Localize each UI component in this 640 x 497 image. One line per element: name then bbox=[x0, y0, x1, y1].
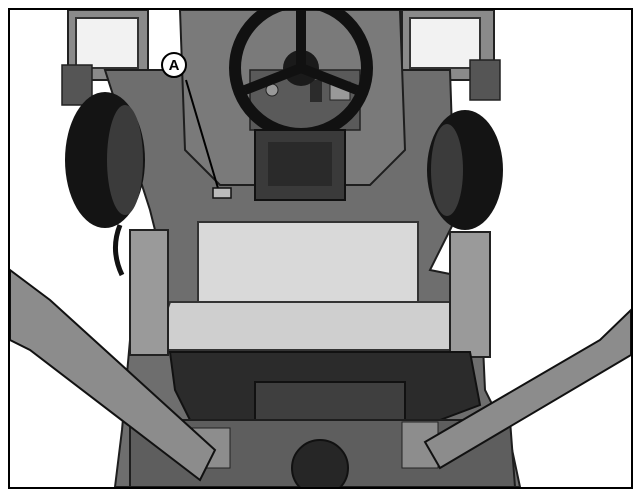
callout-a-label: A bbox=[168, 56, 180, 74]
left-motion-control-lever bbox=[10, 268, 217, 482]
callout-target-part bbox=[212, 187, 232, 199]
right-side-rail bbox=[449, 231, 491, 358]
left-side-rail bbox=[129, 229, 169, 356]
drive-hub bbox=[291, 439, 349, 487]
seat-back bbox=[197, 221, 419, 305]
right-motion-control-lever bbox=[423, 308, 631, 470]
left-tire bbox=[65, 92, 145, 228]
panel-switch bbox=[310, 80, 322, 102]
steering-wheel bbox=[229, 10, 373, 140]
seat-cushion bbox=[158, 301, 480, 351]
machine-illustration bbox=[10, 10, 631, 487]
figure-frame: A bbox=[8, 8, 633, 489]
column-cover bbox=[268, 142, 332, 186]
right-deck-assembly bbox=[401, 10, 501, 101]
right-tire bbox=[427, 110, 503, 230]
left-deck-assembly bbox=[61, 10, 149, 106]
hydraulic-hose bbox=[113, 224, 125, 277]
callout-leader-line bbox=[185, 79, 221, 196]
callout-a: A bbox=[161, 52, 187, 78]
